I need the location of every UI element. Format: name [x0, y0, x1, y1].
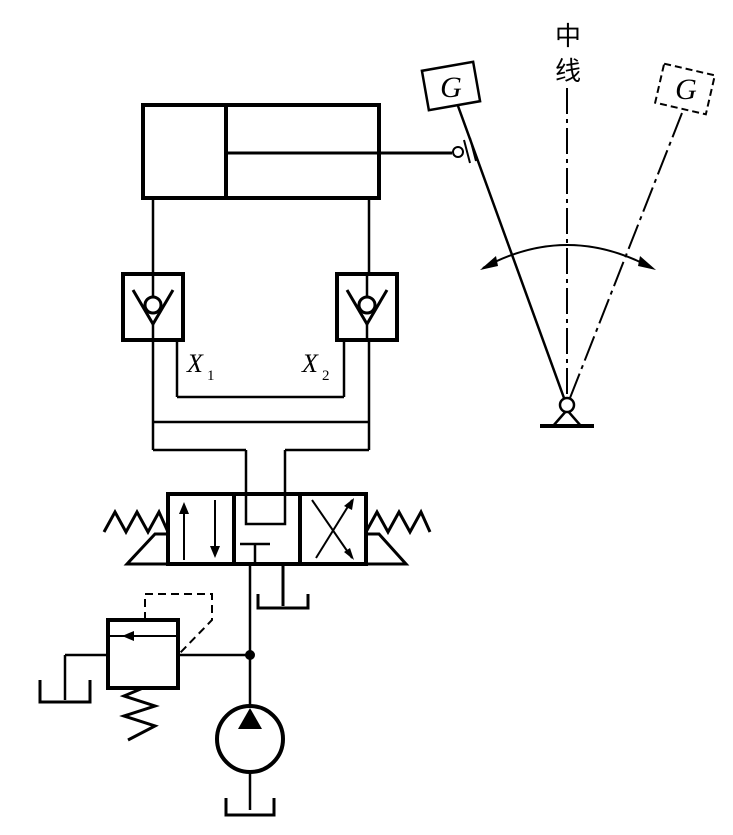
pilot-label-x1-subscript: 1: [207, 368, 215, 384]
pilot-label-x2-main: X: [301, 349, 319, 378]
relief-arrow-icon: [122, 631, 134, 641]
pilot-label-x2-subscript: 2: [322, 368, 330, 384]
swing-arrow-left-icon: [480, 256, 498, 270]
weight-left: [420, 60, 482, 112]
pilot-label-x1: X: [186, 349, 204, 378]
valve-center-closed-port: [244, 494, 287, 526]
spring-right-icon: [364, 508, 432, 536]
junction-dot: [245, 650, 255, 660]
pilot-label-x2: X: [301, 349, 319, 378]
directional-valve-4-3: [166, 492, 368, 566]
tank-pump-suction: [224, 798, 276, 817]
relief-pilot-dashed: [144, 593, 213, 656]
solenoid-right: [364, 532, 410, 566]
relief-spring-icon: [119, 686, 160, 742]
pilot-check-valve-left: [121, 272, 185, 342]
hydraulic-pump: [215, 704, 285, 810]
solenoid-left: [123, 532, 170, 566]
tank-relief-return: [38, 680, 92, 704]
swing-arc: [482, 244, 653, 269]
rod-pivot-pin: [452, 146, 464, 158]
weight-right-label: G: [675, 73, 697, 106]
tank-valve-return: [256, 564, 310, 610]
pendulum-pivot-support: [540, 396, 594, 428]
spring-left-icon: [102, 508, 170, 536]
valve-right-cross-2: [315, 499, 353, 559]
cylinder-supply-lines: [151, 198, 371, 274]
pump-triangle-icon: [238, 708, 262, 729]
centerline-label-1: 中: [555, 22, 581, 52]
weight-left-label: G: [440, 71, 462, 104]
valve-right-cross-1: [311, 499, 353, 559]
swing-arrow-right-icon: [638, 256, 656, 270]
centerline-label-2: 线: [555, 57, 581, 87]
valve-right-arrowhead-1-icon: [344, 548, 354, 560]
pilot-check-valve-right: [335, 272, 399, 342]
weight-right: [653, 62, 717, 116]
valve-left-arrowhead-down-icon: [210, 546, 220, 558]
pendulum-assembly: [456, 88, 683, 399]
pilot-label-x1-main: X: [186, 349, 204, 378]
relief-valve: [63, 593, 213, 690]
valve-right-arrowhead-2-icon: [344, 498, 354, 510]
pendulum-arm: [456, 105, 566, 399]
pump-supply-line: [178, 564, 252, 706]
valve-piping: [151, 340, 371, 494]
valve-left-arrowhead-up-icon: [179, 502, 189, 514]
